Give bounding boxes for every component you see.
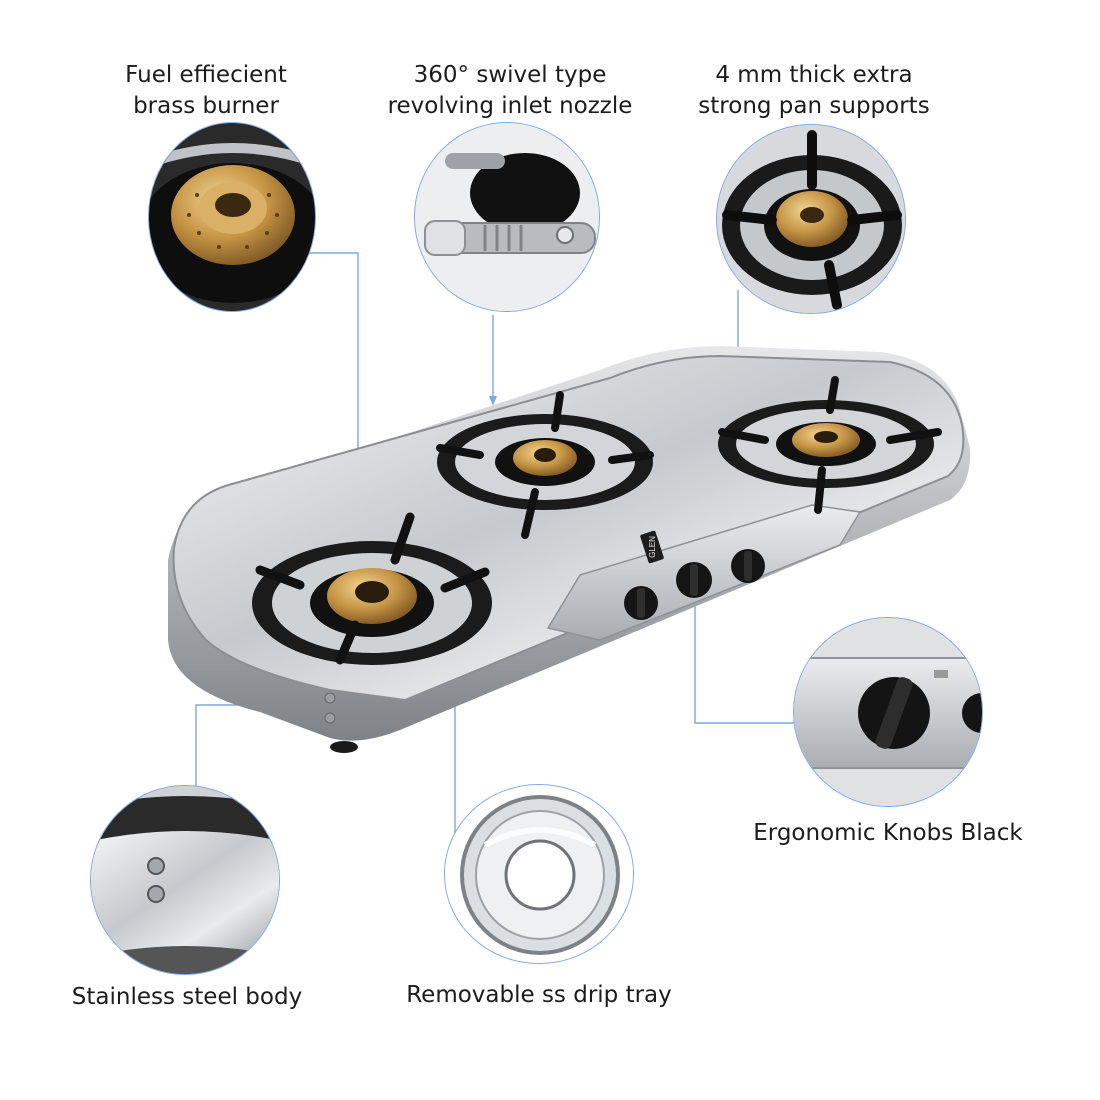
knob-middle — [676, 562, 712, 598]
detail-circle-drip-tray — [444, 784, 634, 964]
detail-circle-knobs — [793, 617, 983, 807]
detail-circle-steel-body — [90, 785, 280, 975]
feature-label-swivel-nozzle: 360° swivel type revolving inlet nozzle — [387, 62, 633, 119]
feature-label-pan-supports: 4 mm thick extra strong pan supports — [698, 62, 930, 119]
feature-label-brass-burner: Fuel effiecient brass burner — [125, 62, 287, 119]
knob-right — [731, 549, 765, 583]
feature-label-drip-tray: Removable ss drip tray — [406, 982, 672, 1008]
feature-label-knobs: Ergonomic Knobs Black — [753, 820, 1023, 846]
burner-middle — [436, 391, 654, 539]
gas-stove: GLEN — [168, 346, 971, 753]
connector-knobs — [694, 580, 795, 724]
detail-circle-swivel-nozzle — [414, 122, 600, 312]
detail-circle-pan-supports — [716, 124, 906, 314]
knob-left — [624, 586, 658, 620]
feature-label-steel-body: Stainless steel body — [71, 984, 303, 1010]
brand-logo: GLEN — [648, 536, 657, 558]
burner-left — [252, 512, 492, 665]
detail-circle-brass-burner — [148, 122, 316, 312]
burner-right — [718, 376, 942, 514]
